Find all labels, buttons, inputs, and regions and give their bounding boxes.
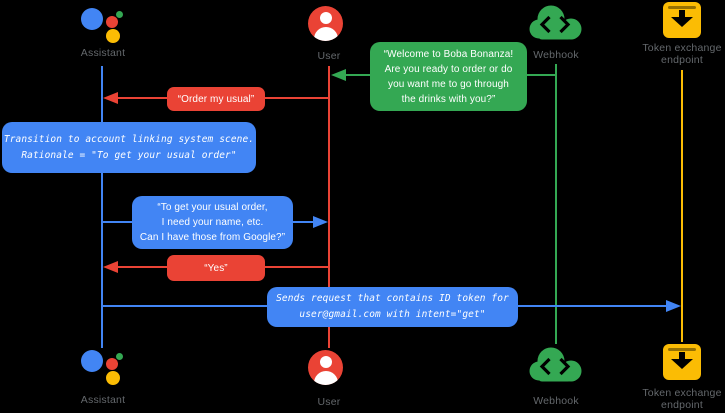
actor-label-user: User (317, 396, 341, 408)
user-head-shape (319, 12, 332, 24)
actor-label-user: User (317, 50, 341, 62)
actor-label-token-endpoint: Token exchange endpoint (640, 387, 724, 411)
arrowhead-left-icon (103, 92, 118, 104)
assistant-red-dot (106, 358, 118, 370)
user-lifeline (328, 66, 330, 348)
user-head-shape (319, 356, 332, 368)
bubble-line: “To get your usual order, (157, 202, 268, 213)
download-arrow-icon (679, 10, 685, 18)
webhook-cloud-icon (529, 5, 582, 40)
token-exchange-icon (663, 2, 701, 38)
arrowhead-left-icon (103, 261, 118, 273)
actor-label-token-endpoint: Token exchange endpoint (640, 42, 724, 66)
bubble-line: “Yes” (204, 262, 228, 274)
assistant-blue-dot (81, 350, 103, 372)
assistant-yellow-dot (106, 371, 120, 385)
note-line: Transition to account linking system sce… (3, 133, 255, 145)
note-line: Sends request that contains ID token for (276, 293, 509, 304)
token-slot-shape (668, 348, 696, 351)
assistant-green-dot (116, 353, 123, 360)
user-icon (308, 350, 343, 385)
bubble-line: “Welcome to Boba Bonanza! (383, 48, 514, 60)
arrowhead-right-icon (313, 216, 328, 228)
actor-label-line: Token exchange (642, 387, 722, 399)
bubble-line: I need your name, etc. (161, 217, 264, 228)
google-assistant-icon (78, 347, 128, 387)
download-arrow-icon (679, 352, 685, 360)
webhook-cloud-icon (529, 347, 582, 382)
welcome-message-bubble: “Welcome to Boba Bonanza! Are you ready … (370, 42, 527, 111)
actor-label-line: endpoint (661, 54, 703, 66)
actor-label-webhook: Webhook (533, 49, 579, 61)
google-assistant-icon (78, 5, 128, 45)
bubble-line: you want me to go through (388, 78, 509, 90)
actor-label-webhook: Webhook (533, 395, 579, 407)
need-details-bubble: “To get your usual order, I need your na… (132, 196, 293, 249)
actor-label-assistant: Assistant (80, 47, 126, 59)
assistant-blue-dot (81, 8, 103, 30)
send-request-note: Sends request that contains ID token for… (267, 287, 518, 327)
transition-note: Transition to account linking system sce… (2, 122, 256, 173)
bubble-line: Are you ready to order or do (384, 63, 513, 75)
download-arrow-icon (671, 359, 693, 369)
bubble-line: “Order my usual” (177, 93, 255, 105)
user-icon (308, 6, 343, 41)
assistant-red-dot (106, 16, 118, 28)
actor-label-assistant: Assistant (80, 394, 126, 406)
user-torso-shape (313, 27, 338, 41)
assistant-lifeline (101, 66, 103, 348)
arrowhead-right-icon (666, 300, 681, 312)
order-my-usual-bubble: “Order my usual” (167, 87, 265, 111)
assistant-yellow-dot (106, 29, 120, 43)
token-slot-shape (668, 6, 696, 9)
download-arrow-icon (671, 17, 693, 27)
bubble-line: the drinks with you?” (401, 93, 496, 105)
assistant-green-dot (116, 11, 123, 18)
bubble-line: Can I have those from Google?” (139, 232, 286, 243)
actor-label-line: Token exchange (642, 42, 722, 54)
token-exchange-icon (663, 344, 701, 380)
note-line: Rationale = "To get your usual order" (21, 149, 237, 161)
arrowhead-left-icon (331, 69, 346, 81)
token-endpoint-lifeline (681, 70, 683, 342)
note-line: user@gmail.com with intent="get" (299, 309, 486, 320)
webhook-lifeline (555, 64, 557, 344)
yes-bubble: “Yes” (167, 255, 265, 281)
actor-label-line: endpoint (661, 399, 703, 411)
user-torso-shape (313, 371, 338, 385)
